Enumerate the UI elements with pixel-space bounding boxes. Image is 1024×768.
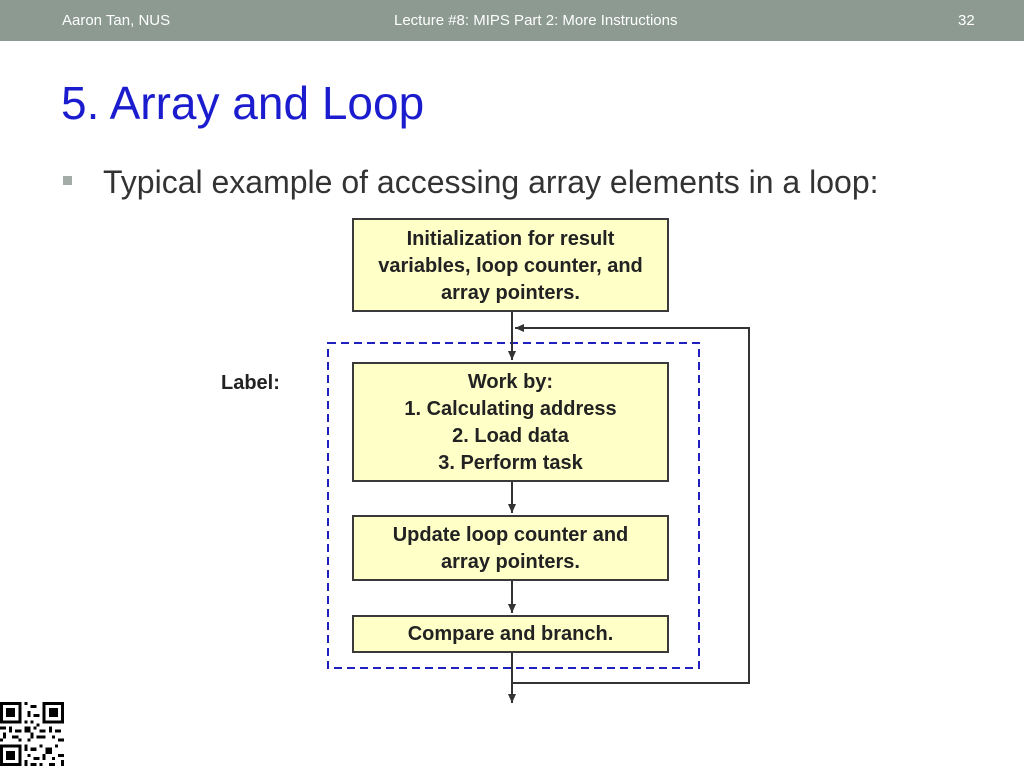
- compare-box: Compare and branch.: [352, 615, 669, 653]
- header-lecture-title: Lecture #8: MIPS Part 2: More Instructio…: [394, 12, 678, 29]
- init-line: array pointers.: [441, 282, 580, 304]
- work-line: 1. Calculating address: [404, 398, 617, 420]
- loop-body-dashed-border: [327, 342, 700, 669]
- init-box: Initialization for result variables, loo…: [352, 218, 669, 312]
- loop-label: Label:: [221, 372, 280, 394]
- update-line: array pointers.: [441, 551, 580, 573]
- qr-code-icon: [0, 702, 64, 766]
- update-box: Update loop counter and array pointers.: [352, 515, 669, 581]
- work-line: 3. Perform task: [438, 452, 583, 474]
- work-line: 2. Load data: [452, 425, 569, 447]
- work-line: Work by:: [467, 371, 554, 393]
- update-line: Update loop counter and: [392, 524, 629, 546]
- header-page-number: 32: [958, 12, 975, 29]
- init-line: Initialization for result: [406, 228, 615, 250]
- slide-header: Aaron Tan, NUS Lecture #8: MIPS Part 2: …: [0, 0, 1024, 41]
- work-box: Work by: 1. Calculating address 2. Load …: [352, 362, 669, 482]
- bullet-text: Typical example of accessing array eleme…: [103, 164, 879, 200]
- arrow-loop-back: [512, 324, 750, 684]
- header-author: Aaron Tan, NUS: [62, 12, 171, 29]
- slide-title: 5. Array and Loop: [61, 77, 425, 129]
- square-bullet-icon: [63, 176, 72, 185]
- compare-line: Compare and branch.: [407, 623, 614, 645]
- init-line: variables, loop counter, and: [378, 255, 643, 277]
